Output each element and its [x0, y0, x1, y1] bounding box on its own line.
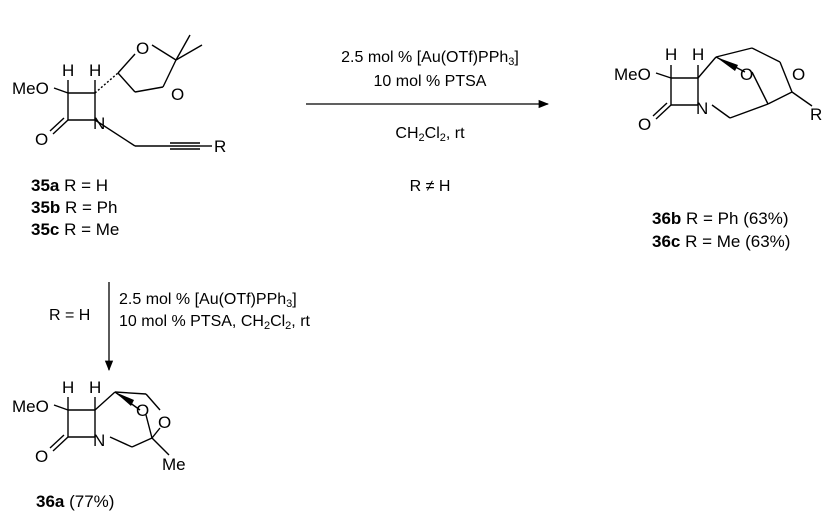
atom-o-bridge-36a: O [136, 401, 149, 420]
structure-35 [49, 34, 212, 150]
condition-note-r-not-h: R ≠ H [409, 178, 451, 195]
label-35a: 35a R = H [31, 176, 109, 195]
structure-36bc [652, 47, 813, 120]
atom-h2-36a: H [89, 378, 101, 397]
atom-h2-36bc: H [692, 45, 704, 64]
condition-acid-top: 10 mol % PTSA [373, 73, 487, 90]
atom-me-36a: Me [162, 455, 186, 474]
atom-h1-36bc: H [665, 45, 677, 64]
atom-h1-35: H [62, 61, 74, 80]
atom-meo-36bc: MeO [614, 65, 651, 84]
structure-36a [49, 391, 170, 456]
atom-o-carbonyl-36bc: O [638, 115, 651, 134]
atom-n-35: N [93, 114, 105, 133]
atom-o-ring-36a: O [158, 413, 171, 432]
atom-n-36a: N [93, 431, 105, 450]
atom-o2-35: O [171, 85, 184, 104]
wedge-bond-36bc [716, 57, 738, 71]
condition-acid-solvent-down: 10 mol % PTSA, CH2Cl2, rt [119, 313, 310, 332]
condition-catalyst-top: 2.5 mol % [Au(OTf)PPh3] [341, 49, 519, 68]
condition-solvent-top: CH2Cl2, rt [395, 125, 465, 144]
atom-meo-36a: MeO [12, 397, 49, 416]
atom-r-35: R [214, 137, 226, 156]
label-35c: 35c R = Me [31, 220, 120, 239]
wedge-bond-36a [115, 392, 134, 406]
label-35b: 35b R = Ph [31, 198, 118, 217]
atom-h1-36a: H [62, 378, 74, 397]
atom-o1-35: O [136, 39, 149, 58]
label-36c: 36c R = Me (63%) [652, 232, 791, 251]
condition-r-equals-h: R = H [49, 307, 91, 324]
atom-meo-35: MeO [12, 79, 49, 98]
atom-r-36bc: R [810, 105, 822, 124]
label-36a: 36a (77%) [36, 492, 115, 511]
atom-o-ring-36bc: O [792, 65, 805, 84]
atom-o-carbonyl-36a: O [35, 447, 48, 466]
atom-h2-35: H [89, 61, 101, 80]
atom-o-carbonyl-35: O [35, 130, 48, 149]
condition-catalyst-down: 2.5 mol % [Au(OTf)PPh3] [119, 291, 297, 310]
label-36b: 36b R = Ph (63%) [652, 209, 789, 228]
atom-o-bridge-36bc: O [740, 65, 753, 84]
atom-n-36bc: N [696, 99, 708, 118]
